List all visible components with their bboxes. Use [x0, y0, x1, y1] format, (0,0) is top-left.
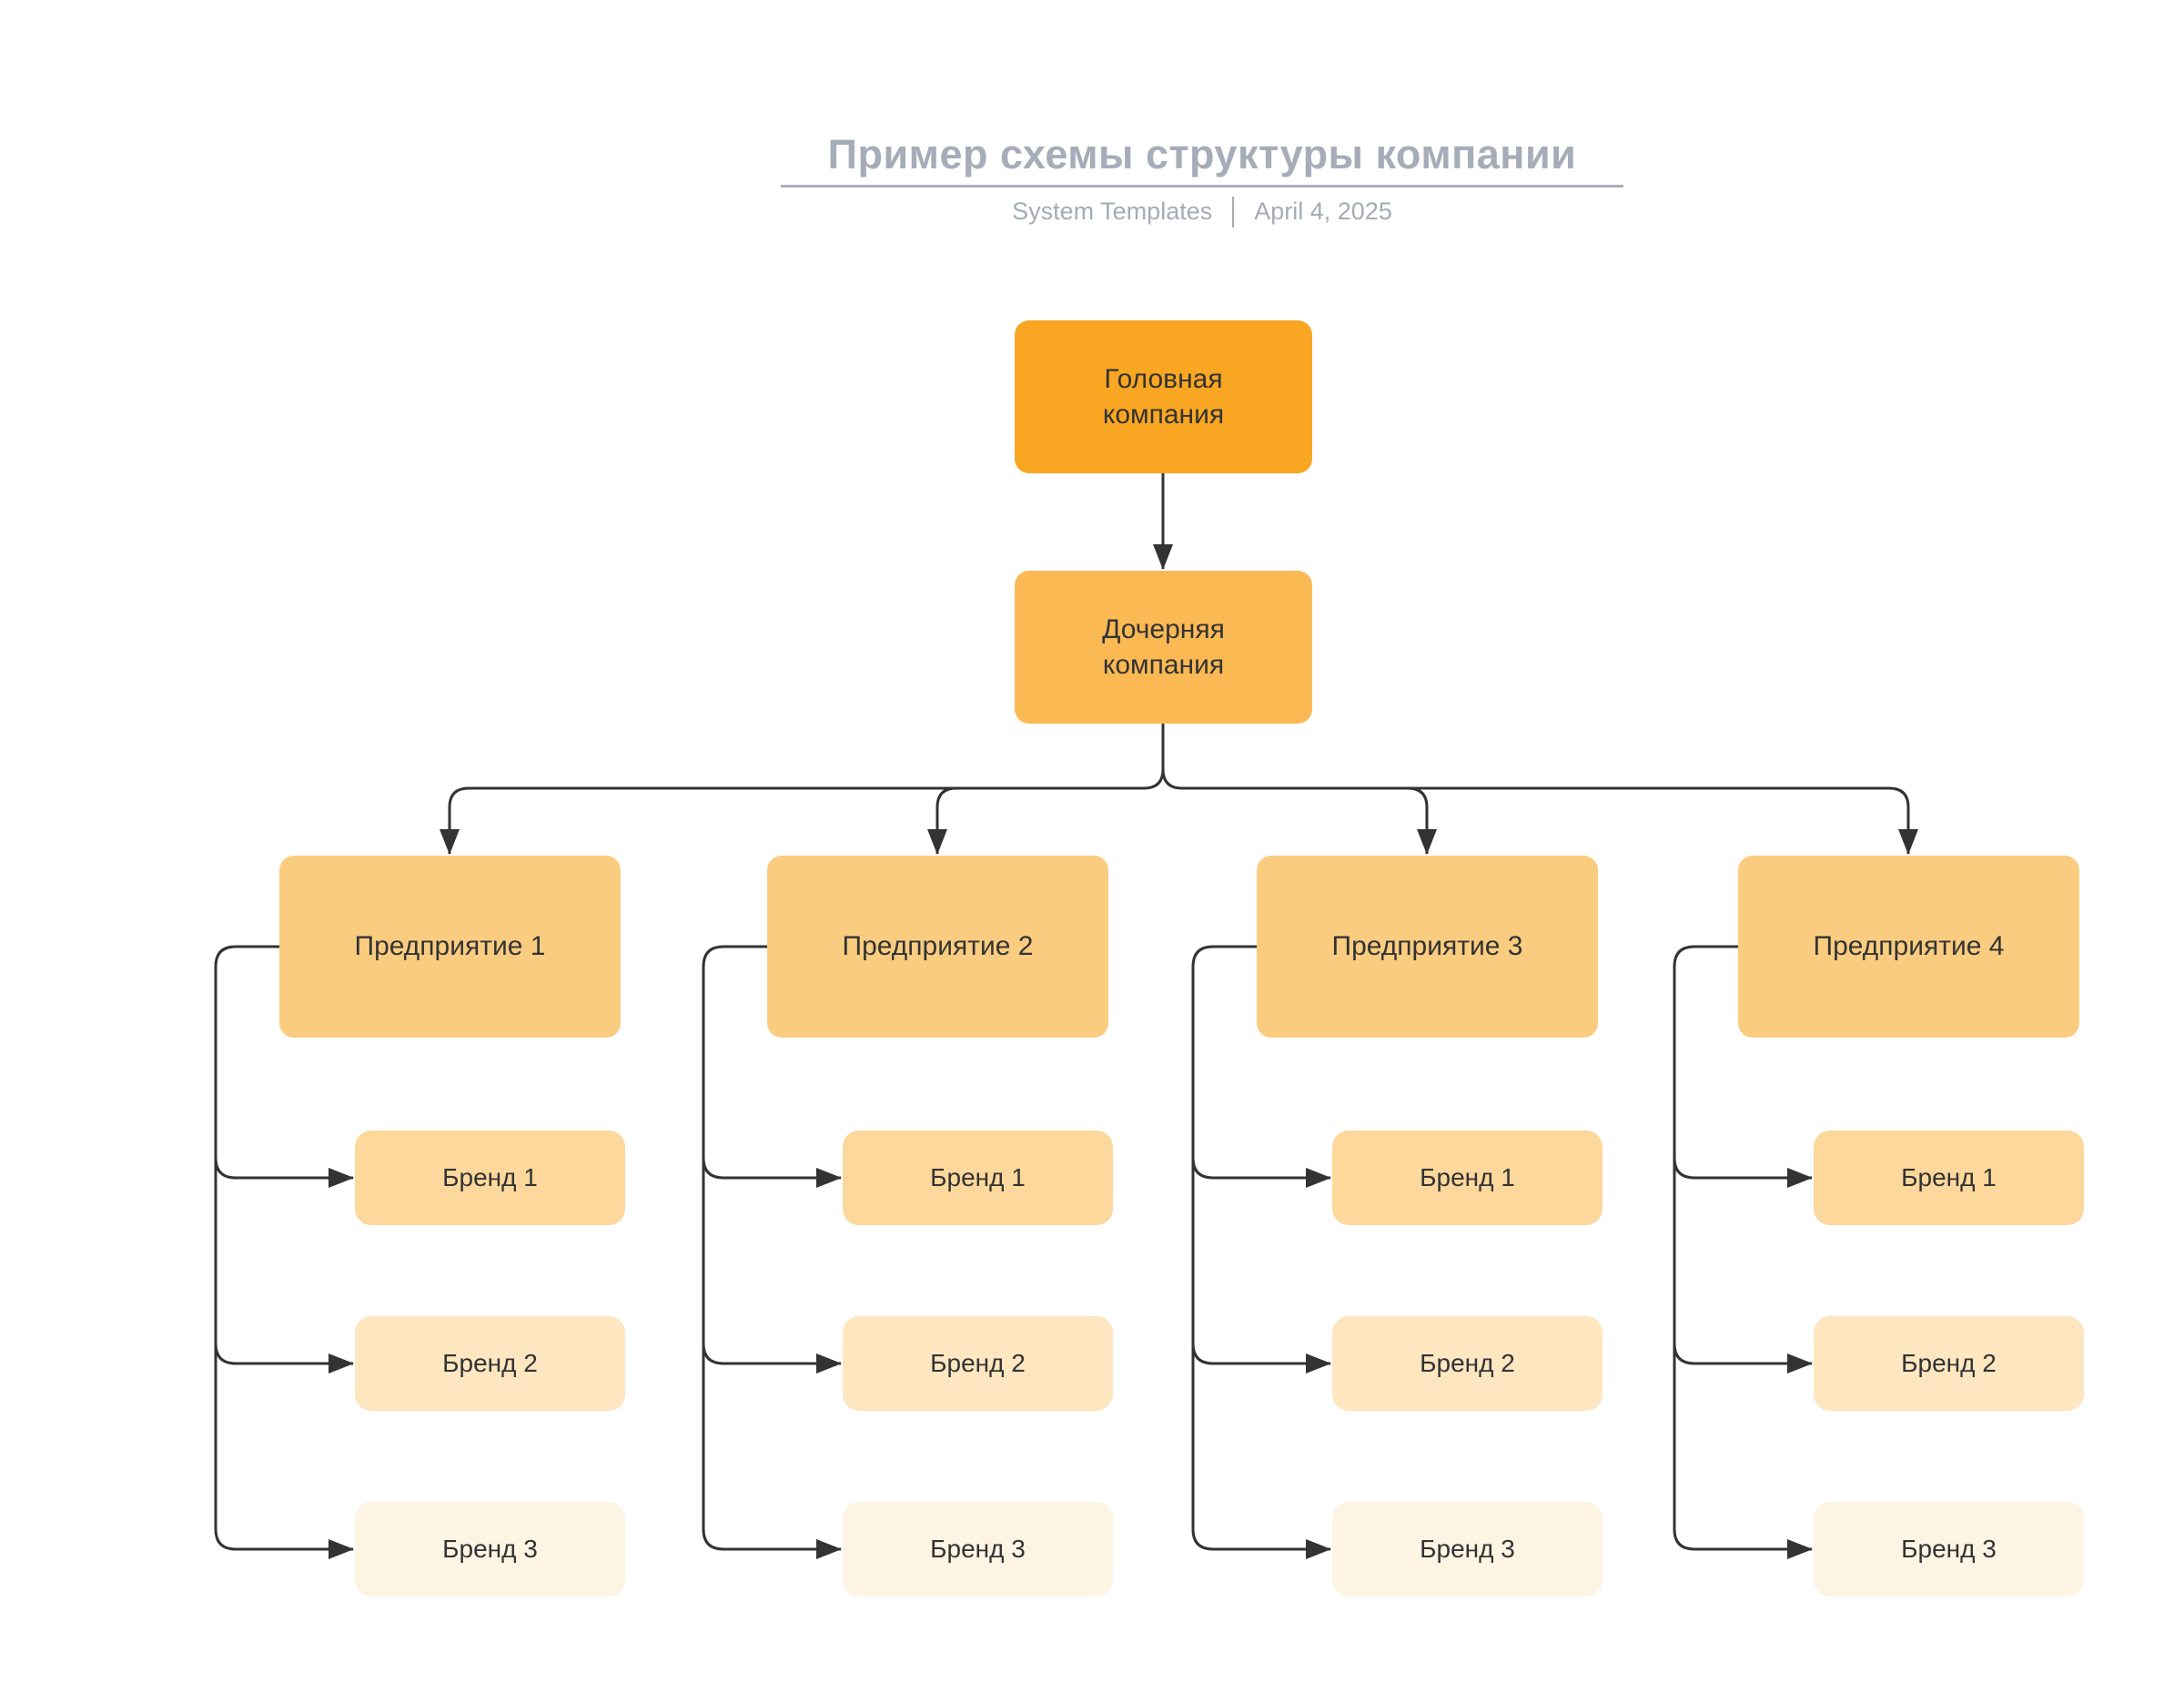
node-label: Бренд 1: [1420, 1163, 1515, 1191]
node-subsidiary-company: Дочерняя компания: [1015, 571, 1312, 724]
edge-ent4-brand1: [1673, 1157, 1813, 1188]
node-enterprise-3-brand-1: Бренд 1: [1332, 1130, 1603, 1225]
node-label: Бренд 3: [1901, 1535, 1997, 1563]
node-enterprise-1-brand-3: Бренд 3: [355, 1502, 625, 1597]
node-label: Дочерняя компания: [1102, 614, 1225, 680]
edge-ent2-brand1: [702, 1157, 842, 1188]
node-enterprise-3-brand-2: Бренд 2: [1332, 1316, 1603, 1411]
node-enterprise-4-brand-1: Бренд 1: [1814, 1130, 2084, 1225]
edge-ent1-brand1: [214, 1157, 354, 1188]
node-enterprise-1: Предприятие 1: [279, 856, 621, 1038]
node-label: Бренд 2: [442, 1349, 538, 1377]
node-label: Бренд 3: [442, 1535, 538, 1563]
diagram-header: Пример схемы структуры компании System T…: [781, 131, 1623, 228]
title-underline: [781, 184, 1623, 188]
node-label: Предприятие 4: [1813, 931, 2005, 961]
edge-ent2-brand2: [702, 1343, 842, 1374]
node-enterprise-1-brand-2: Бренд 2: [355, 1316, 625, 1411]
node-label: Предприятие 3: [1331, 931, 1523, 961]
subtitle: System Templates April 4, 2025: [781, 196, 1623, 228]
edge-subsidiary-ent4: [1161, 724, 1918, 855]
edge-subsidiary-ent2: [927, 786, 957, 855]
node-label: Бренд 3: [1420, 1535, 1515, 1563]
byline-text: System Templates: [1012, 198, 1213, 226]
node-enterprise-4-brand-3: Бренд 3: [1814, 1502, 2084, 1597]
node-enterprise-2: Предприятие 2: [767, 856, 1108, 1038]
node-enterprise-2-brand-2: Бренд 2: [843, 1316, 1113, 1411]
edge-subsidiary-ent1: [440, 724, 1165, 855]
node-label: Предприятие 1: [354, 931, 546, 961]
node-enterprise-3: Предприятие 3: [1257, 856, 1598, 1038]
node-label: Бренд 1: [1901, 1163, 1997, 1191]
node-enterprise-4-brand-2: Бренд 2: [1814, 1316, 2084, 1411]
page-title: Пример схемы структуры компании: [827, 131, 1577, 177]
node-enterprise-2-brand-1: Бренд 1: [843, 1130, 1113, 1225]
node-label: Бренд 2: [930, 1349, 1026, 1377]
node-label: Бренд 1: [442, 1163, 538, 1191]
node-enterprise-3-brand-3: Бренд 3: [1332, 1502, 1603, 1597]
subtitle-divider: [1232, 196, 1235, 228]
edge-ent3-brand1: [1191, 1157, 1331, 1188]
node-head-company: Головная компания: [1015, 320, 1312, 473]
node-label: Бренд 3: [930, 1535, 1026, 1563]
date-text: April 4, 2025: [1254, 198, 1392, 226]
node-enterprise-4: Предприятие 4: [1738, 856, 2079, 1038]
node-label: Головная компания: [1102, 364, 1225, 430]
node-enterprise-1-brand-1: Бренд 1: [355, 1130, 625, 1225]
node-label: Бренд 2: [1420, 1349, 1515, 1377]
edge-ent4-brand2: [1673, 1343, 1813, 1374]
node-label: Бренд 2: [1901, 1349, 1997, 1377]
edge-subsidiary-ent3: [1407, 786, 1437, 855]
node-label: Предприятие 2: [842, 931, 1034, 961]
edge-ent3-brand2: [1191, 1343, 1331, 1374]
node-enterprise-2-brand-3: Бренд 3: [843, 1502, 1113, 1597]
node-label: Бренд 1: [930, 1163, 1026, 1191]
edge-ent1-brand2: [214, 1343, 354, 1374]
